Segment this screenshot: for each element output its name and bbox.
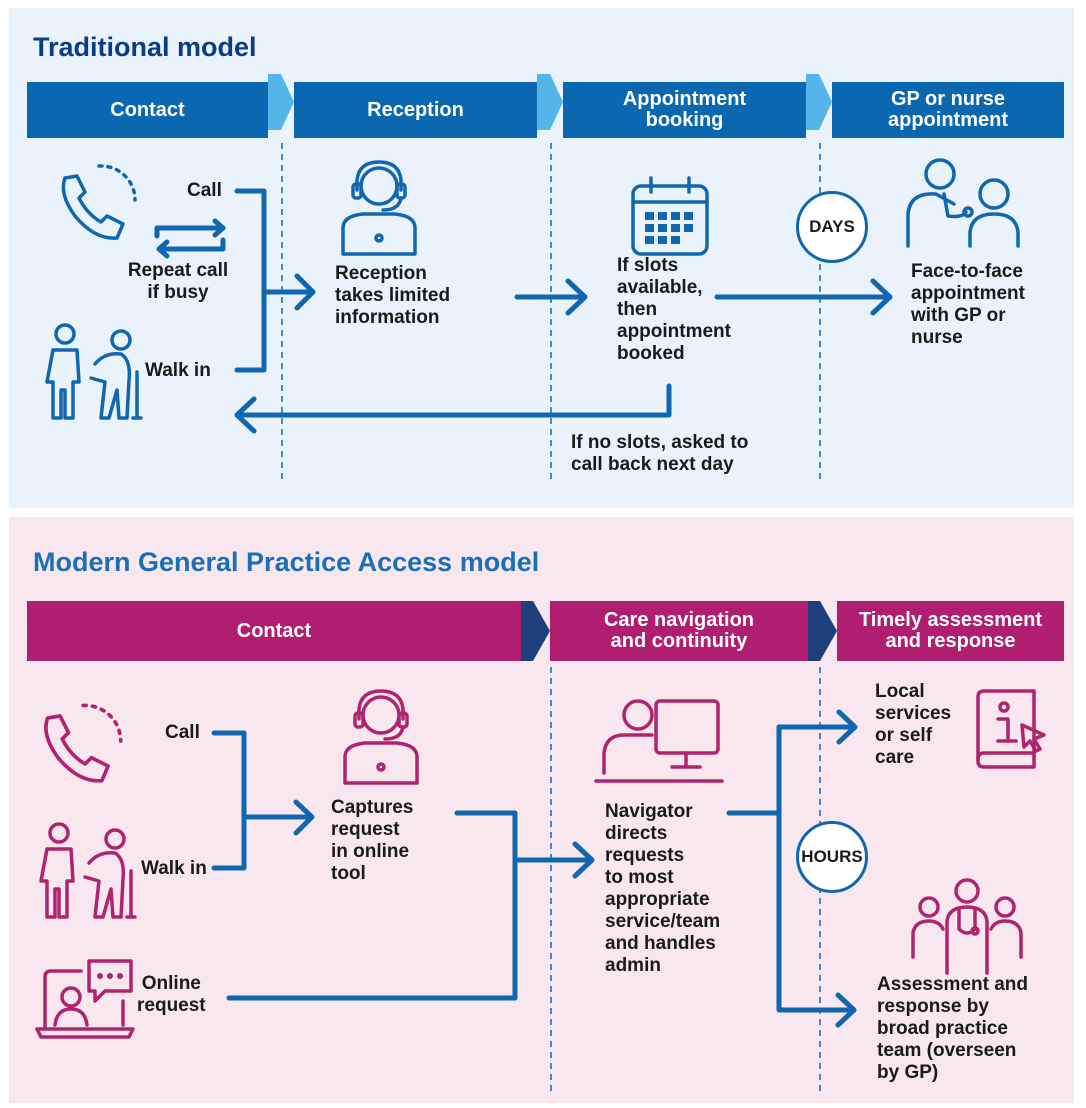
walk-in-people-icon — [45, 323, 143, 420]
phone-icon — [61, 164, 137, 240]
phone-icon — [44, 703, 123, 783]
traditional-model-panel: Traditional model — [9, 8, 1074, 508]
stage-header-reception: Reception — [294, 82, 537, 138]
stage-header-gp-nurse-appointment: GP or nurse appointment — [832, 82, 1064, 138]
reception-text: Reception takes limited information — [335, 263, 451, 328]
captures-request-text: Captures request in online tool — [331, 797, 414, 884]
receptionist-headset-icon — [341, 160, 417, 256]
call-label: Call — [165, 722, 200, 743]
local-services-text: Local services or self care — [875, 681, 952, 768]
navigator-text: Navigator directs requests to most appro… — [605, 801, 721, 976]
call-label: Call — [187, 180, 222, 201]
navigator-desk-icon — [594, 699, 724, 783]
face-to-face-text: Face-to-face appointment with GP or nurs… — [911, 261, 1025, 348]
slots-available-text: If slots available, then appointment boo… — [617, 255, 731, 364]
online-chat-laptop-icon — [35, 959, 135, 1039]
modern-model-panel: Modern General Practice Access model — [9, 517, 1074, 1103]
stage-header-contact: Contact — [27, 82, 268, 138]
modern-connectors — [211, 601, 858, 1092]
calendar-icon — [631, 176, 709, 256]
stage-header-contact: Contact — [27, 601, 521, 661]
traditional-model-title: Traditional model — [33, 32, 257, 62]
repeat-call-label: Repeat call if busy — [127, 260, 229, 303]
no-slots-text: If no slots, asked to call back next day — [571, 432, 749, 475]
walk-in-label: Walk in — [141, 858, 207, 879]
walk-in-people-icon — [39, 822, 137, 919]
hours-badge: HOURS — [796, 821, 868, 893]
assessment-response-text: Assessment and response by broad practic… — [877, 974, 1029, 1083]
stage-header-care-navigation: Care navigation and continuity — [550, 601, 808, 661]
online-request-label: Online request — [137, 973, 206, 1016]
traditional-connectors — [154, 74, 893, 483]
days-badge: DAYS — [796, 191, 868, 263]
modern-model-title: Modern General Practice Access model — [33, 547, 540, 577]
walk-in-label: Walk in — [145, 360, 211, 381]
gp-nurse-stethoscope-icon — [906, 158, 1020, 248]
stage-header-appointment-booking: Appointment booking — [563, 82, 806, 138]
receptionist-headset-icon — [343, 689, 419, 785]
information-book-icon — [976, 689, 1046, 769]
stage-header-timely-assessment: Timely assessment and response — [837, 601, 1064, 661]
practice-team-icon — [911, 878, 1023, 975]
